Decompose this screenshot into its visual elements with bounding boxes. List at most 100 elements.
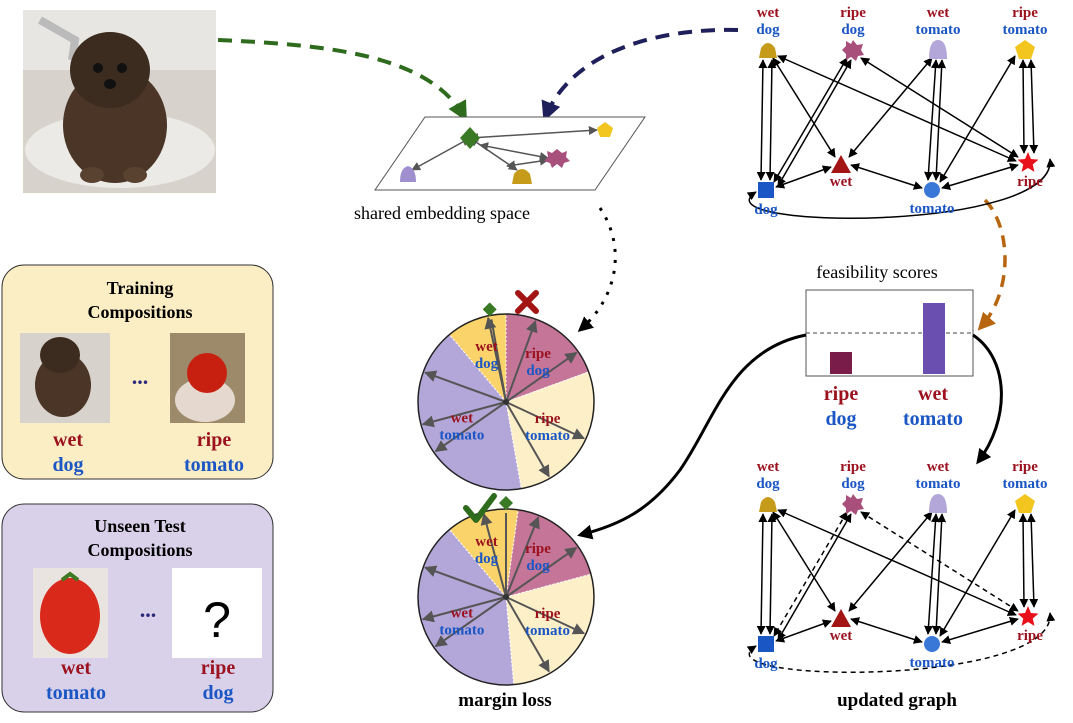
wheel-arrow-6 — [434, 401, 507, 453]
graph-top-obj-label: tomato — [916, 476, 961, 492]
training-ellipsis: ... — [132, 364, 149, 389]
wheel-arrow-2 — [505, 320, 538, 403]
wheel-arrow-4 — [505, 401, 586, 440]
wet-dog-node — [759, 43, 777, 58]
graph-top-attr-label: ripe — [1012, 459, 1038, 475]
graph-edge — [924, 59, 940, 181]
graph-edge — [775, 619, 832, 643]
margin-loss-caption: margin loss — [458, 690, 551, 711]
graph-edge — [756, 59, 768, 181]
cross-mark-icon — [515, 290, 539, 314]
wheel-arrow-3 — [505, 546, 578, 598]
wheel-label-attr: ripe — [525, 346, 551, 362]
training-title-1: Training — [107, 278, 174, 298]
graph-loop-edge — [746, 158, 1056, 220]
graph-top-attr-label: wet — [927, 5, 950, 21]
feasibility-to-loss-arrow — [577, 333, 807, 540]
ripe-dog-marker — [544, 149, 570, 168]
graph-edge — [931, 513, 947, 635]
wheel-arrow-8 — [424, 370, 507, 403]
graph-edge — [850, 617, 923, 644]
ripe-tomato-node — [1015, 494, 1035, 513]
wheel-arrow-6 — [434, 596, 507, 648]
graph-to-feasibility-arrow — [977, 198, 1007, 331]
training-title-2: Compositions — [87, 302, 192, 322]
graph-ripe-label: ripe — [1017, 174, 1043, 190]
wheel-arrow-5 — [505, 401, 550, 478]
wheel-label-attr: wet — [475, 534, 498, 550]
graph-top-obj-label: tomato — [916, 22, 961, 38]
test-ellipsis: ... — [140, 597, 157, 622]
graph-edge — [775, 165, 832, 189]
graph-edge — [1026, 59, 1039, 154]
check-mark-icon — [463, 493, 497, 523]
training-right-obj: tomato — [184, 454, 244, 476]
dog-node — [758, 182, 774, 198]
graph-to-embedding-arrow — [541, 27, 739, 122]
training-left-obj: dog — [52, 454, 83, 476]
wheel-label-attr: ripe — [535, 411, 561, 427]
wheel-label-obj: tomato — [439, 622, 484, 638]
graph-top-attr-label: wet — [757, 5, 780, 21]
embedding-caption: shared embedding space — [354, 203, 530, 223]
feasibility-to-updated-graph-arrow — [972, 333, 1003, 465]
wheel-label-obj: tomato — [525, 428, 570, 444]
graph-loop-edge — [746, 612, 1056, 674]
graph-edge — [850, 163, 923, 190]
test-box: Unseen Test Compositions ... ? wet tomat… — [1, 503, 274, 713]
graph-top-attr-label: ripe — [1012, 5, 1038, 21]
wet-node — [831, 155, 851, 173]
graph-top-obj-label: dog — [841, 22, 865, 38]
graph-edge — [777, 509, 1017, 616]
graph-ripe-label: ripe — [1017, 628, 1043, 644]
wheel-arrow-7 — [421, 596, 507, 623]
wheel-rim — [417, 313, 595, 491]
graph-edge — [756, 513, 768, 635]
wheel-label-attr: wet — [451, 605, 474, 621]
test-tomato-thumb — [33, 568, 108, 658]
test-left-obj: tomato — [46, 682, 106, 704]
ripe-tomato-node — [1015, 40, 1035, 59]
graph-top-obj-label: dog — [756, 476, 780, 492]
graph-wet-label: wet — [830, 628, 853, 644]
wet-tomato-node — [929, 494, 947, 513]
test-unknown-box — [172, 568, 262, 658]
wheel-arrow-8 — [424, 565, 507, 598]
wheel-center — [503, 594, 509, 600]
wet-dog-marker — [512, 169, 532, 184]
feasibility-bar-2 — [923, 303, 945, 374]
graph-edge — [1018, 513, 1029, 608]
wet-dog-node — [759, 497, 777, 512]
wheel-arrow-5 — [505, 596, 550, 673]
wheel-label-obj: tomato — [439, 427, 484, 443]
wheel-image-arrow — [490, 319, 507, 403]
ripe-dog-node — [842, 40, 864, 61]
graph-edge — [1026, 513, 1039, 608]
ripe-node — [1017, 152, 1039, 172]
graph-edge — [941, 163, 1019, 190]
wheel-label-attr: ripe — [525, 541, 551, 557]
compatibility-graph: wetdogripedogwettomatoripetomatodogwetto… — [746, 5, 1056, 220]
feas-bar2-obj: tomato — [903, 408, 963, 430]
wet-tomato-node — [929, 40, 947, 59]
graph-edge — [931, 59, 947, 181]
image-embedding-diamond — [460, 127, 480, 149]
training-tomato-thumb — [170, 333, 245, 423]
graph-edge — [924, 513, 940, 635]
graph-edge — [765, 513, 777, 635]
graph-tomato-label: tomato — [910, 201, 955, 217]
dog-photo — [23, 10, 216, 193]
test-title-1: Unseen Test — [94, 516, 186, 536]
graph-dog-label: dog — [754, 202, 778, 218]
feas-bar1-obj: dog — [825, 408, 856, 430]
feas-bar1-attr: ripe — [824, 383, 859, 405]
graph-top-obj-label: dog — [841, 476, 865, 492]
feasibility-title: feasibility scores — [816, 262, 937, 282]
wheel-label-attr: wet — [475, 339, 498, 355]
ripe-tomato-marker — [597, 122, 613, 137]
feas-bar2-attr: wet — [918, 383, 948, 405]
graph-edge — [848, 57, 933, 158]
